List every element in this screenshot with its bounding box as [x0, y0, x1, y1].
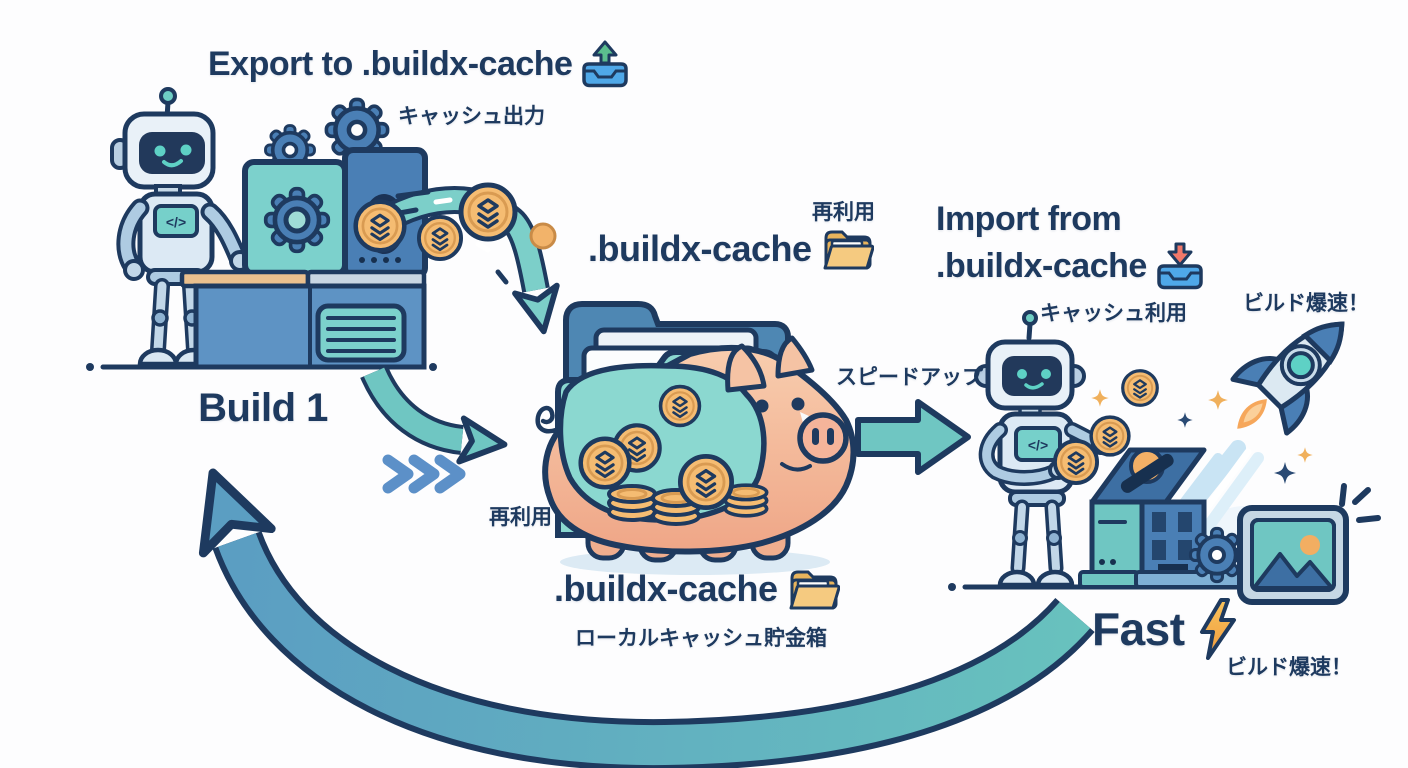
- build1-label: Build 1: [198, 386, 328, 430]
- coin-slot: [1120, 453, 1174, 493]
- speedup-arrow: [855, 399, 971, 475]
- export-title-text: Export to .buildx-cache: [208, 44, 573, 83]
- blazing-note-bottom: ビルド爆速！: [1226, 656, 1352, 679]
- chest-screen: [153, 204, 199, 238]
- coin-stack: [607, 484, 657, 522]
- piggy-eye: [791, 397, 805, 411]
- coin-icon: [1121, 369, 1159, 407]
- coin-icon: [416, 214, 464, 262]
- coin-icon: [680, 456, 731, 507]
- piggy-eye: [755, 399, 769, 413]
- robot-visor: [1002, 356, 1062, 396]
- fast-label: Fast: [1092, 603, 1185, 655]
- chest-screen: [1014, 426, 1062, 462]
- coin-icon: [581, 439, 630, 488]
- export-flow-arrow: [360, 365, 508, 465]
- speedup-label: スピードアップ: [836, 366, 983, 389]
- folder-icon: [823, 230, 874, 270]
- piggy-smile: [780, 462, 812, 472]
- export-title: Export to .buildx-cache: [208, 40, 629, 88]
- speed-chevrons: [382, 454, 466, 494]
- chest-code-text: </>: [166, 214, 186, 230]
- coin-icon: [356, 202, 405, 251]
- piggy-ear: [725, 343, 767, 393]
- import-title-line1: Import from: [936, 200, 1122, 238]
- coin-icon: [1089, 415, 1131, 457]
- import-subtitle: キャッシュ利用: [1040, 302, 1187, 325]
- rocket: [1230, 321, 1345, 436]
- coin-icon: [658, 384, 702, 428]
- piggy-ear: [775, 335, 815, 379]
- coin-export-swoosh: [356, 185, 560, 335]
- antenna-ball: [159, 87, 177, 105]
- robot-visor: [139, 132, 205, 174]
- fast-label-row: Fast: [1092, 598, 1241, 660]
- emphasis-dashes: [1339, 483, 1381, 523]
- return-loop-arrow: [198, 468, 1095, 768]
- gear-icon: [1188, 526, 1246, 584]
- export-tray-icon: [582, 40, 629, 88]
- antenna-ball: [1022, 310, 1038, 326]
- lightning-bolt-icon: [1199, 598, 1236, 660]
- coin-icon: [529, 222, 557, 250]
- sun-icon: [1300, 535, 1320, 555]
- piggy-snout: [797, 412, 849, 464]
- import-title-line2: .buildx-cache: [936, 247, 1147, 285]
- chest-code-text: </>: [1028, 437, 1048, 453]
- cache-name-bottom-text: .buildx-cache: [554, 568, 778, 609]
- blazing-note-top: ビルド爆速！: [1243, 292, 1369, 315]
- export-subtitle: キャッシュ出力: [398, 105, 545, 128]
- piggy-tail: [535, 405, 559, 434]
- building-windows: [1152, 512, 1192, 560]
- reuse-tag-piggy: 再利用: [489, 506, 552, 529]
- kiosk-base: [1078, 570, 1140, 589]
- import-title-line2-row: .buildx-cache: [936, 242, 1203, 290]
- cache-label-bottom: .buildx-cache: [554, 566, 840, 612]
- rocket-nose: [1301, 321, 1345, 365]
- cache-piggy-bank: [535, 301, 857, 575]
- cache-label-top: .buildx-cache: [588, 226, 874, 272]
- coin-icon: [1052, 438, 1100, 486]
- piggy-caption: ローカルキャッシュ貯金箱: [575, 627, 827, 650]
- rocket-window: [1286, 351, 1315, 380]
- kiosk-front: [1089, 499, 1145, 583]
- importer-robot: </>: [974, 310, 1159, 588]
- reuse-tag-top: 再利用: [812, 201, 875, 224]
- cache-building: [1078, 447, 1260, 589]
- coin-icon: [461, 185, 515, 239]
- image-frame: [1237, 483, 1381, 605]
- import-title: Import from .buildx-cache: [936, 196, 1203, 290]
- import-tray-icon: [1157, 242, 1203, 290]
- folder-icon: [789, 570, 840, 610]
- build-machine: [179, 99, 428, 370]
- cache-name-top-text: .buildx-cache: [588, 228, 812, 269]
